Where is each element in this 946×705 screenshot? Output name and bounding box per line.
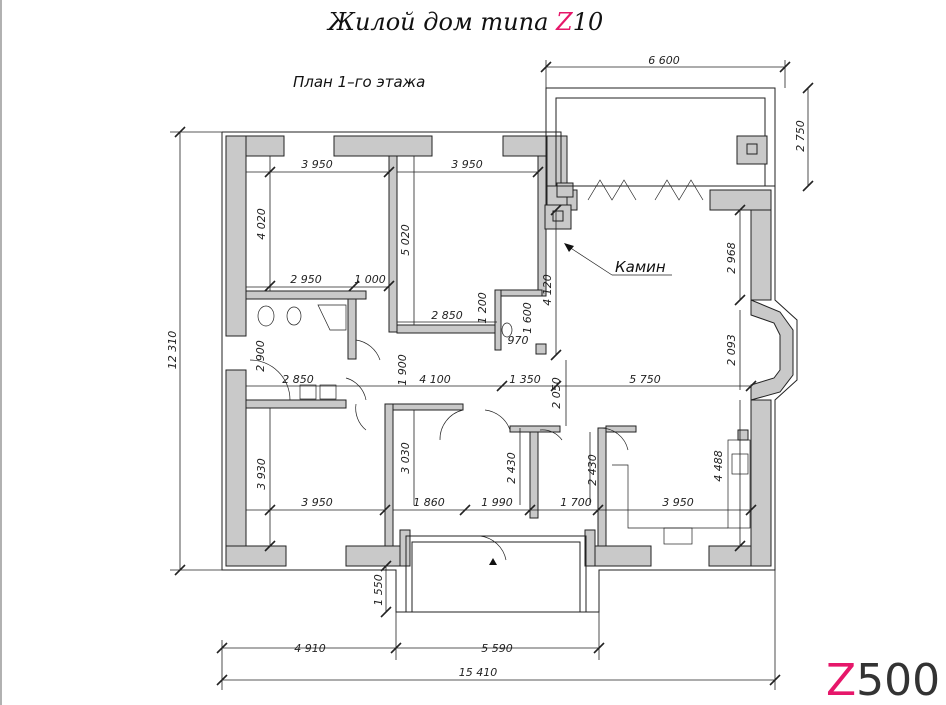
fireplace-label: Камин — [615, 258, 666, 276]
dim-room-width: 3 950 — [662, 496, 694, 509]
dim-room-width: 1 000 — [354, 273, 386, 286]
dim-total-height: 12 310 — [166, 331, 179, 370]
dim-room-height: 4 488 — [712, 450, 725, 482]
dim-room-height: 3 930 — [255, 458, 268, 490]
entrance-arrow-icon — [489, 558, 497, 565]
door-swings — [345, 339, 629, 561]
kitchen-fixtures — [612, 429, 751, 545]
bathroom-fixtures — [249, 304, 547, 401]
dim-room-height: 3 030 — [399, 442, 412, 474]
brand-logo-rest: 500 — [856, 655, 940, 705]
dim-room-width: 2 850 — [431, 309, 463, 322]
dim-room-width: 3 950 — [451, 158, 483, 171]
dim-room-width: 3 950 — [301, 158, 333, 171]
dim-room-width: 3 950 — [301, 496, 333, 509]
brand-logo: Z500 — [826, 655, 940, 705]
dim-room-width: 1 990 — [481, 496, 513, 509]
dim-bottom-right: 5 590 — [481, 642, 513, 655]
dimension-labels: 15 410 4 910 5 590 12 310 6 600 2 750 1 … — [166, 54, 807, 679]
dim-room-height: 2 968 — [725, 242, 738, 274]
plan-title-suffix: 10 — [573, 8, 604, 36]
plan-title-prefix: Жилой дом типа — [326, 8, 556, 36]
terrace — [545, 87, 776, 201]
dim-room-height: 2 430 — [586, 454, 599, 486]
dim-room-height: 2 900 — [254, 340, 267, 372]
dim-terrace-width: 6 600 — [648, 54, 680, 67]
dim-room-width: 1 860 — [413, 496, 445, 509]
dim-room-width: 1 700 — [560, 496, 592, 509]
dim-room-height: 1 900 — [396, 354, 409, 386]
dim-room-width: 4 100 — [419, 373, 451, 386]
interior-walls — [245, 155, 637, 547]
plan-title-accent: Z — [555, 8, 574, 36]
dim-total-width: 15 410 — [459, 666, 498, 679]
dim-room-width: 1 350 — [509, 373, 541, 386]
plan-subtitle: План 1–го этажа — [293, 73, 425, 91]
dim-room-width: 2 950 — [290, 273, 322, 286]
dim-porch-depth: 1 550 — [372, 574, 385, 606]
dim-bottom-left: 4 910 — [294, 642, 326, 655]
plan-title: Жилой дом типа Z10 — [326, 8, 603, 36]
dim-room-height: 2 430 — [505, 452, 518, 484]
porch — [405, 535, 587, 613]
brand-logo-accent: Z — [826, 655, 856, 705]
dim-room-height: 2 093 — [725, 334, 738, 366]
dim-terrace-depth: 2 750 — [794, 120, 807, 152]
dim-room-height: 4 020 — [255, 208, 268, 240]
dimension-lines — [170, 60, 814, 690]
dim-room-height: 1 600 — [521, 302, 534, 334]
dim-room-height: 970 — [508, 334, 529, 347]
dim-room-height: 4 120 — [541, 274, 554, 306]
dim-room-width: 2 850 — [282, 373, 314, 386]
dim-room-height: 1 200 — [476, 292, 489, 324]
dim-room-height: 5 020 — [399, 224, 412, 256]
dim-room-width: 5 750 — [629, 373, 661, 386]
dim-room-height: 2 050 — [550, 377, 563, 409]
